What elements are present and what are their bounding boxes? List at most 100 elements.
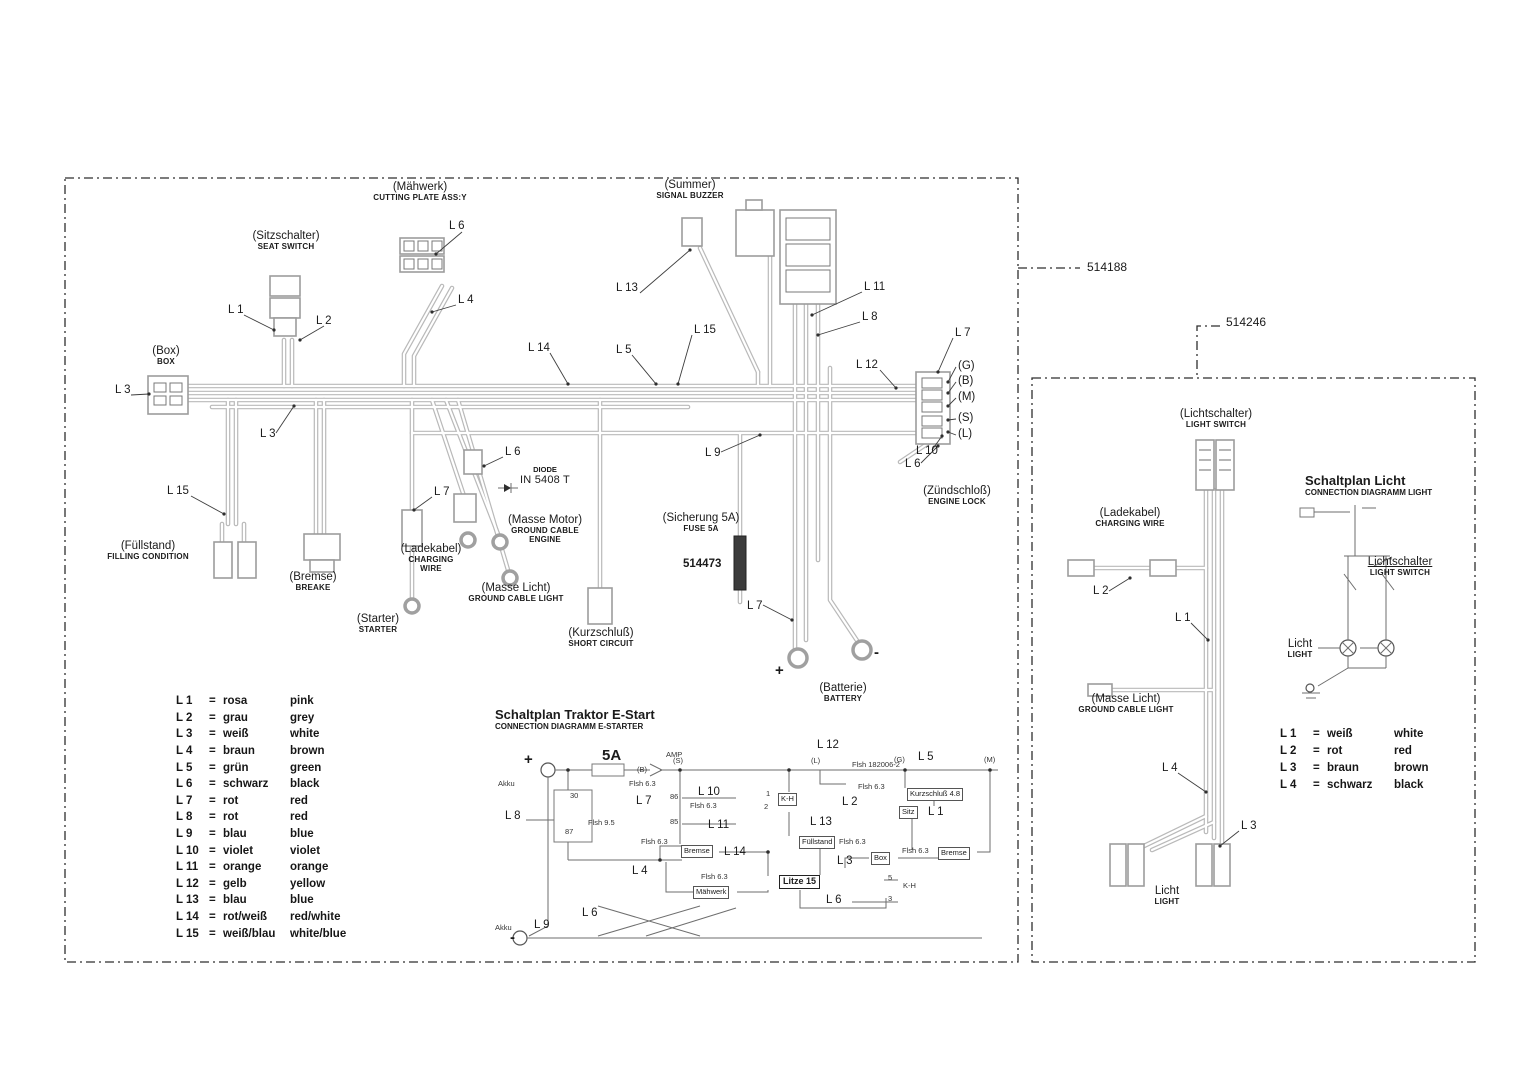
terminal-g: (G) [958, 360, 975, 372]
kh-pin-3: 3 [888, 894, 893, 903]
wire-label-l5: L 5 [616, 344, 632, 356]
wire-label-l6-diode: L 6 [505, 446, 521, 458]
zuendschloss-label: (Zündschloß)ENGINE LOCK [923, 485, 991, 506]
akku-label-bottom: Akku [495, 923, 512, 932]
flsh-182006: Flsh 182006-2 [852, 760, 900, 769]
wire-label-l15-mid: L 15 [694, 324, 716, 336]
wire-label-l1: L 1 [228, 304, 244, 316]
flsh-95: Flsh 9.5 [588, 818, 615, 827]
fuse-5a-value: 5A [602, 747, 622, 764]
wire-l6-schem-1: L 6 [826, 894, 842, 906]
terminal-s-schem: (S) [673, 756, 683, 765]
wire-label-l7-starter: L 7 [434, 486, 450, 498]
bremse-box-2: Bremse [938, 847, 970, 860]
akku-minus-sign: - [510, 929, 515, 946]
bremse-box-1: Bremse [681, 845, 713, 858]
wire-label-l13: L 13 [616, 282, 638, 294]
box-label: (Box)BOX [152, 345, 180, 366]
wire-label-l3-left: L 3 [115, 384, 131, 396]
label-leader-lines [130, 231, 1240, 848]
wire-label-l12: L 12 [856, 359, 878, 371]
terminal-m-schem: (M) [984, 755, 996, 764]
wire-label-l8: L 8 [862, 311, 878, 323]
wire-l7-schem: L 7 [636, 795, 652, 807]
akku-plus-sign: + [524, 751, 533, 768]
masse-licht-label: (Masse Licht)GROUND CABLE LIGHT [468, 582, 564, 603]
schematic-lines [498, 449, 1395, 939]
flsh-1: Flsh 6.3 [629, 779, 656, 788]
wire-label-l11: L 11 [864, 281, 886, 293]
wire-l10-schem: L 10 [698, 786, 720, 798]
wire-l9-schem: L 9 [534, 919, 550, 931]
flsh-6: Flsh 6.3 [839, 837, 866, 846]
wire-l8-schem: L 8 [505, 810, 521, 822]
wire-label-l6-ignition: L 6 [905, 458, 921, 470]
sitz-box: Sitz [899, 806, 918, 819]
wire-label-l7-ignition: L 7 [955, 327, 971, 339]
kurzschluss-label: (Kurzschluß)SHORT CIRCUIT [568, 627, 634, 648]
wire-l5-schem: L 5 [918, 751, 934, 763]
wire-label-l9: L 9 [705, 447, 721, 459]
summer-label: (Summer)SIGNAL BUZZER [656, 179, 724, 200]
kh-pin-5: 5 [888, 873, 893, 882]
terminal-l-schem: (L) [811, 756, 821, 765]
lichtschalter-label: (Lichtschalter)LIGHT SWITCH [1179, 408, 1253, 429]
litze-15-box: Litze 15 [779, 875, 821, 889]
maehwerk-box: Mähwerk [693, 886, 730, 899]
wire-label-l3-mid: L 3 [260, 428, 276, 440]
battery-minus: - [874, 644, 879, 661]
kh-bottom-label: K-H [903, 881, 916, 890]
part-514473-label: 514473 [683, 558, 722, 570]
wire-l6-schem-2: L 6 [582, 907, 598, 919]
terminal-g-schem: (G) [894, 755, 905, 764]
battery-plus: + [775, 662, 784, 679]
wire-l14-schem: L 14 [724, 846, 746, 858]
maehwerk-label: (Mähwerk)CUTTING PLATE ASS:Y [373, 181, 467, 202]
wire-label-l14: L 14 [528, 342, 550, 354]
wire-l4-schem: L 4 [632, 865, 648, 877]
kh-top-box: K-H [778, 793, 797, 806]
wire-l2-light: L 2 [1093, 585, 1109, 597]
wire-l4-light: L 4 [1162, 762, 1178, 774]
kh-pin-1: 1 [766, 789, 771, 798]
relay-pin-85: 85 [670, 817, 679, 826]
terminal-s: (S) [958, 412, 974, 424]
wire-label-l2: L 2 [316, 315, 332, 327]
wire-label-l4: L 4 [458, 294, 474, 306]
panel-borders [64, 177, 1476, 963]
flsh-5: Flsh 6.3 [858, 782, 885, 791]
akku-label-top: Akku [498, 779, 515, 788]
terminal-l: (L) [958, 428, 973, 440]
wire-l3-light: L 3 [1241, 820, 1257, 832]
terminal-b-schem: (B) [637, 765, 647, 774]
relay-pin-30: 30 [570, 791, 579, 800]
wire-l2-schem: L 2 [842, 796, 858, 808]
flsh-7: Flsh 6.3 [902, 846, 929, 855]
part-number-light: 514246 [1226, 315, 1267, 329]
relay-pin-87: 87 [565, 827, 574, 836]
bremse-label: (Bremse)BREAKE [289, 571, 337, 592]
